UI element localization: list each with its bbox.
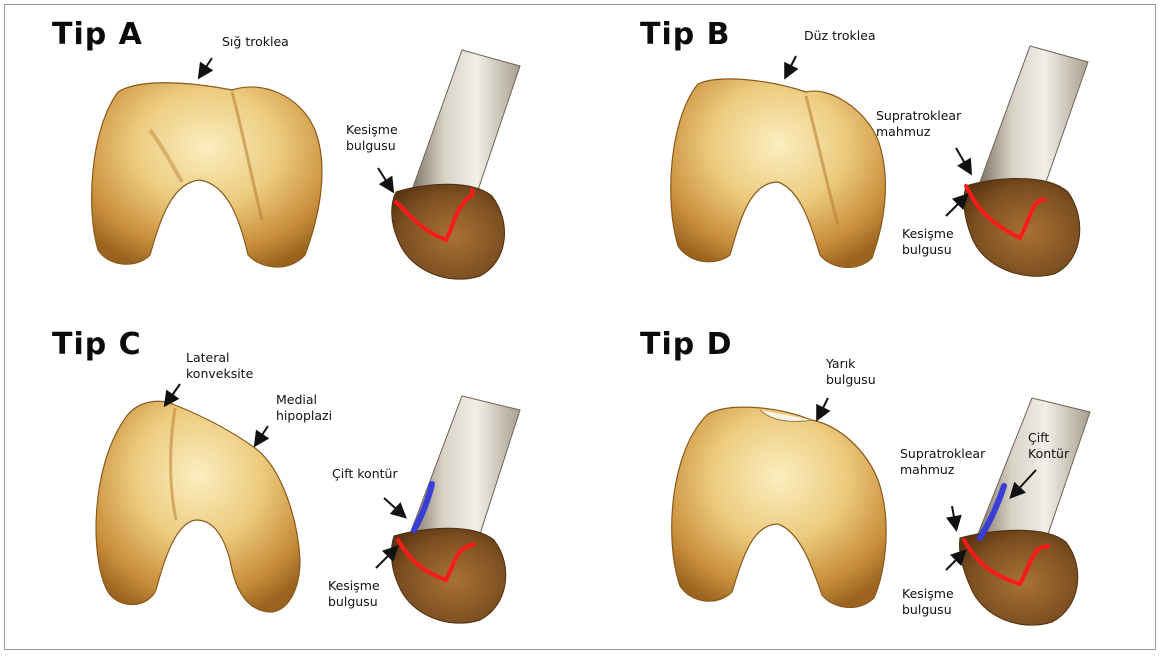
panel-title-c: Tip C (52, 330, 142, 360)
label-flat-trochlea: Düz troklea (804, 28, 876, 44)
shaft-b (980, 46, 1088, 182)
femur-axial-a (92, 83, 322, 267)
label-double-contour-d: Çift Kontür (1028, 430, 1069, 462)
panel-tip-b-art (671, 46, 1088, 276)
panel-title-a: Tip A (52, 20, 143, 50)
condyle-b (964, 179, 1080, 277)
label-crossing-sign-a: Kesişme bulgusu (346, 122, 398, 154)
panel-title-b: Tip B (640, 20, 731, 50)
condyle-d (959, 530, 1077, 625)
label-double-contour-c: Çift kontür (332, 466, 398, 482)
panel-title-d: Tip D (640, 330, 733, 360)
femur-axial-c (96, 401, 300, 612)
label-crossing-sign-d: Kesişme bulgusu (902, 586, 954, 618)
label-crossing-sign-c: Kesişme bulgusu (328, 578, 380, 610)
panel-tip-a-art (92, 50, 520, 279)
label-shallow-trochlea: Sığ troklea (222, 34, 289, 50)
label-supratrochlear-spur-d: Supratroklear mahmuz (900, 446, 985, 478)
label-bump-sign: Yarık bulgusu (826, 356, 876, 388)
label-crossing-sign-b: Kesişme bulgusu (902, 226, 954, 258)
femur-axial-b (671, 79, 886, 268)
femur-axial-d (672, 407, 886, 607)
label-lateral-convexity: Lateral konveksite (186, 350, 253, 382)
shaft-a (412, 50, 520, 190)
shaft-c (410, 396, 520, 534)
label-medial-hypoplasia: Medial hipoplazi (276, 392, 332, 424)
label-supratrochlear-spur-b: Supratroklear mahmuz (876, 108, 961, 140)
